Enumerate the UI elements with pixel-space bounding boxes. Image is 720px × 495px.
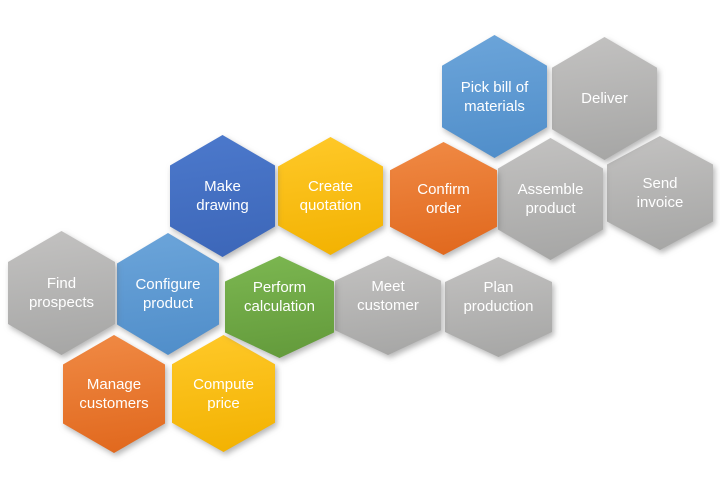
hexagon-shape: Send invoice <box>607 136 713 250</box>
hex-label-line: Find <box>46 275 77 292</box>
hex-compute-price[interactable]: Compute price <box>172 335 275 452</box>
hex-assemble-product[interactable]: Assemble product <box>498 138 603 260</box>
hex-label-line: Deliver <box>581 90 628 107</box>
hex-label-line: Assemble <box>517 181 584 198</box>
hex-label-line: product <box>142 295 194 312</box>
hex-label-line: Make <box>204 178 241 195</box>
hex-label-line: Pick bill of <box>460 78 529 96</box>
hex-label-line: order <box>425 199 461 217</box>
hex-label: Confirm order <box>417 180 470 218</box>
hexagon-shape: Deliver <box>552 37 657 160</box>
hexagon-shape: Make drawing <box>170 135 275 257</box>
hex-label-line: Manage <box>86 376 142 393</box>
hex-label-line: Compute <box>193 375 254 393</box>
hex-find-prospects[interactable]: Find prospects <box>8 231 115 355</box>
hex-label-line: drawing <box>196 197 249 214</box>
hex-label-line: invoice <box>636 194 684 211</box>
hex-plan-production[interactable]: Plan production <box>445 257 552 357</box>
hex-meet-customer[interactable]: Meet customer <box>335 256 441 355</box>
hex-pick-bill-of-materials[interactable]: Pick bill of materials <box>442 35 547 158</box>
hex-label-line: Perform <box>252 279 307 296</box>
hex-perform-calculation[interactable]: Perform calculation <box>225 256 334 358</box>
hex-label: Pick bill of materials <box>461 78 529 116</box>
hexagon-shape: Pick bill of materials <box>442 35 547 158</box>
hex-label-line: product <box>525 200 576 217</box>
hex-deliver[interactable]: Deliver <box>552 37 657 160</box>
hex-label-line: Send <box>642 175 678 192</box>
hex-configure-product[interactable]: Configure product <box>117 233 219 355</box>
hex-make-drawing[interactable]: Make drawing <box>170 135 275 257</box>
hexagon-shape: Meet customer <box>335 256 441 355</box>
hex-label-line: production <box>463 298 534 315</box>
hex-label: Deliver <box>581 89 628 108</box>
hex-label-line: price <box>207 394 240 412</box>
hex-label: Assemble product <box>518 180 584 218</box>
hex-create-quotation[interactable]: Create quotation <box>278 137 383 255</box>
hex-label: Configure product <box>135 275 200 313</box>
hex-label: Make drawing <box>196 177 249 215</box>
hex-label: Create quotation <box>300 177 362 215</box>
hexagon-shape: Confirm order <box>390 142 497 255</box>
hex-label-line: quotation <box>299 197 362 214</box>
hex-label: Plan production <box>463 278 533 316</box>
hex-label-line: Meet <box>371 277 405 295</box>
hex-label-line: customer <box>357 296 419 314</box>
hex-confirm-order[interactable]: Confirm order <box>390 142 497 255</box>
hex-label: Meet customer <box>357 277 419 315</box>
hex-label-line: Configure <box>135 276 201 293</box>
hex-label: Perform calculation <box>244 278 315 316</box>
hex-label-line: Confirm <box>417 180 470 198</box>
hex-label-line: Create <box>307 178 353 195</box>
hex-label: Find prospects <box>29 274 94 312</box>
hexagon-shape: Perform calculation <box>225 256 334 358</box>
hex-label: Manage customers <box>79 375 148 413</box>
hex-label-line: Plan <box>483 279 514 296</box>
hexagon-shape: Find prospects <box>8 231 115 355</box>
hex-send-invoice[interactable]: Send invoice <box>607 136 713 250</box>
hex-label: Compute price <box>193 375 254 413</box>
hex-label-line: materials <box>464 97 525 115</box>
hexagon-shape: Plan production <box>445 257 552 357</box>
hex-label-line: customers <box>79 395 149 412</box>
hex-label-line: calculation <box>244 298 315 315</box>
hexagon-shape: Create quotation <box>278 137 383 255</box>
hex-manage-customers[interactable]: Manage customers <box>63 335 165 453</box>
hex-label-line: prospects <box>28 294 95 311</box>
hex-label: Send invoice <box>637 174 684 212</box>
